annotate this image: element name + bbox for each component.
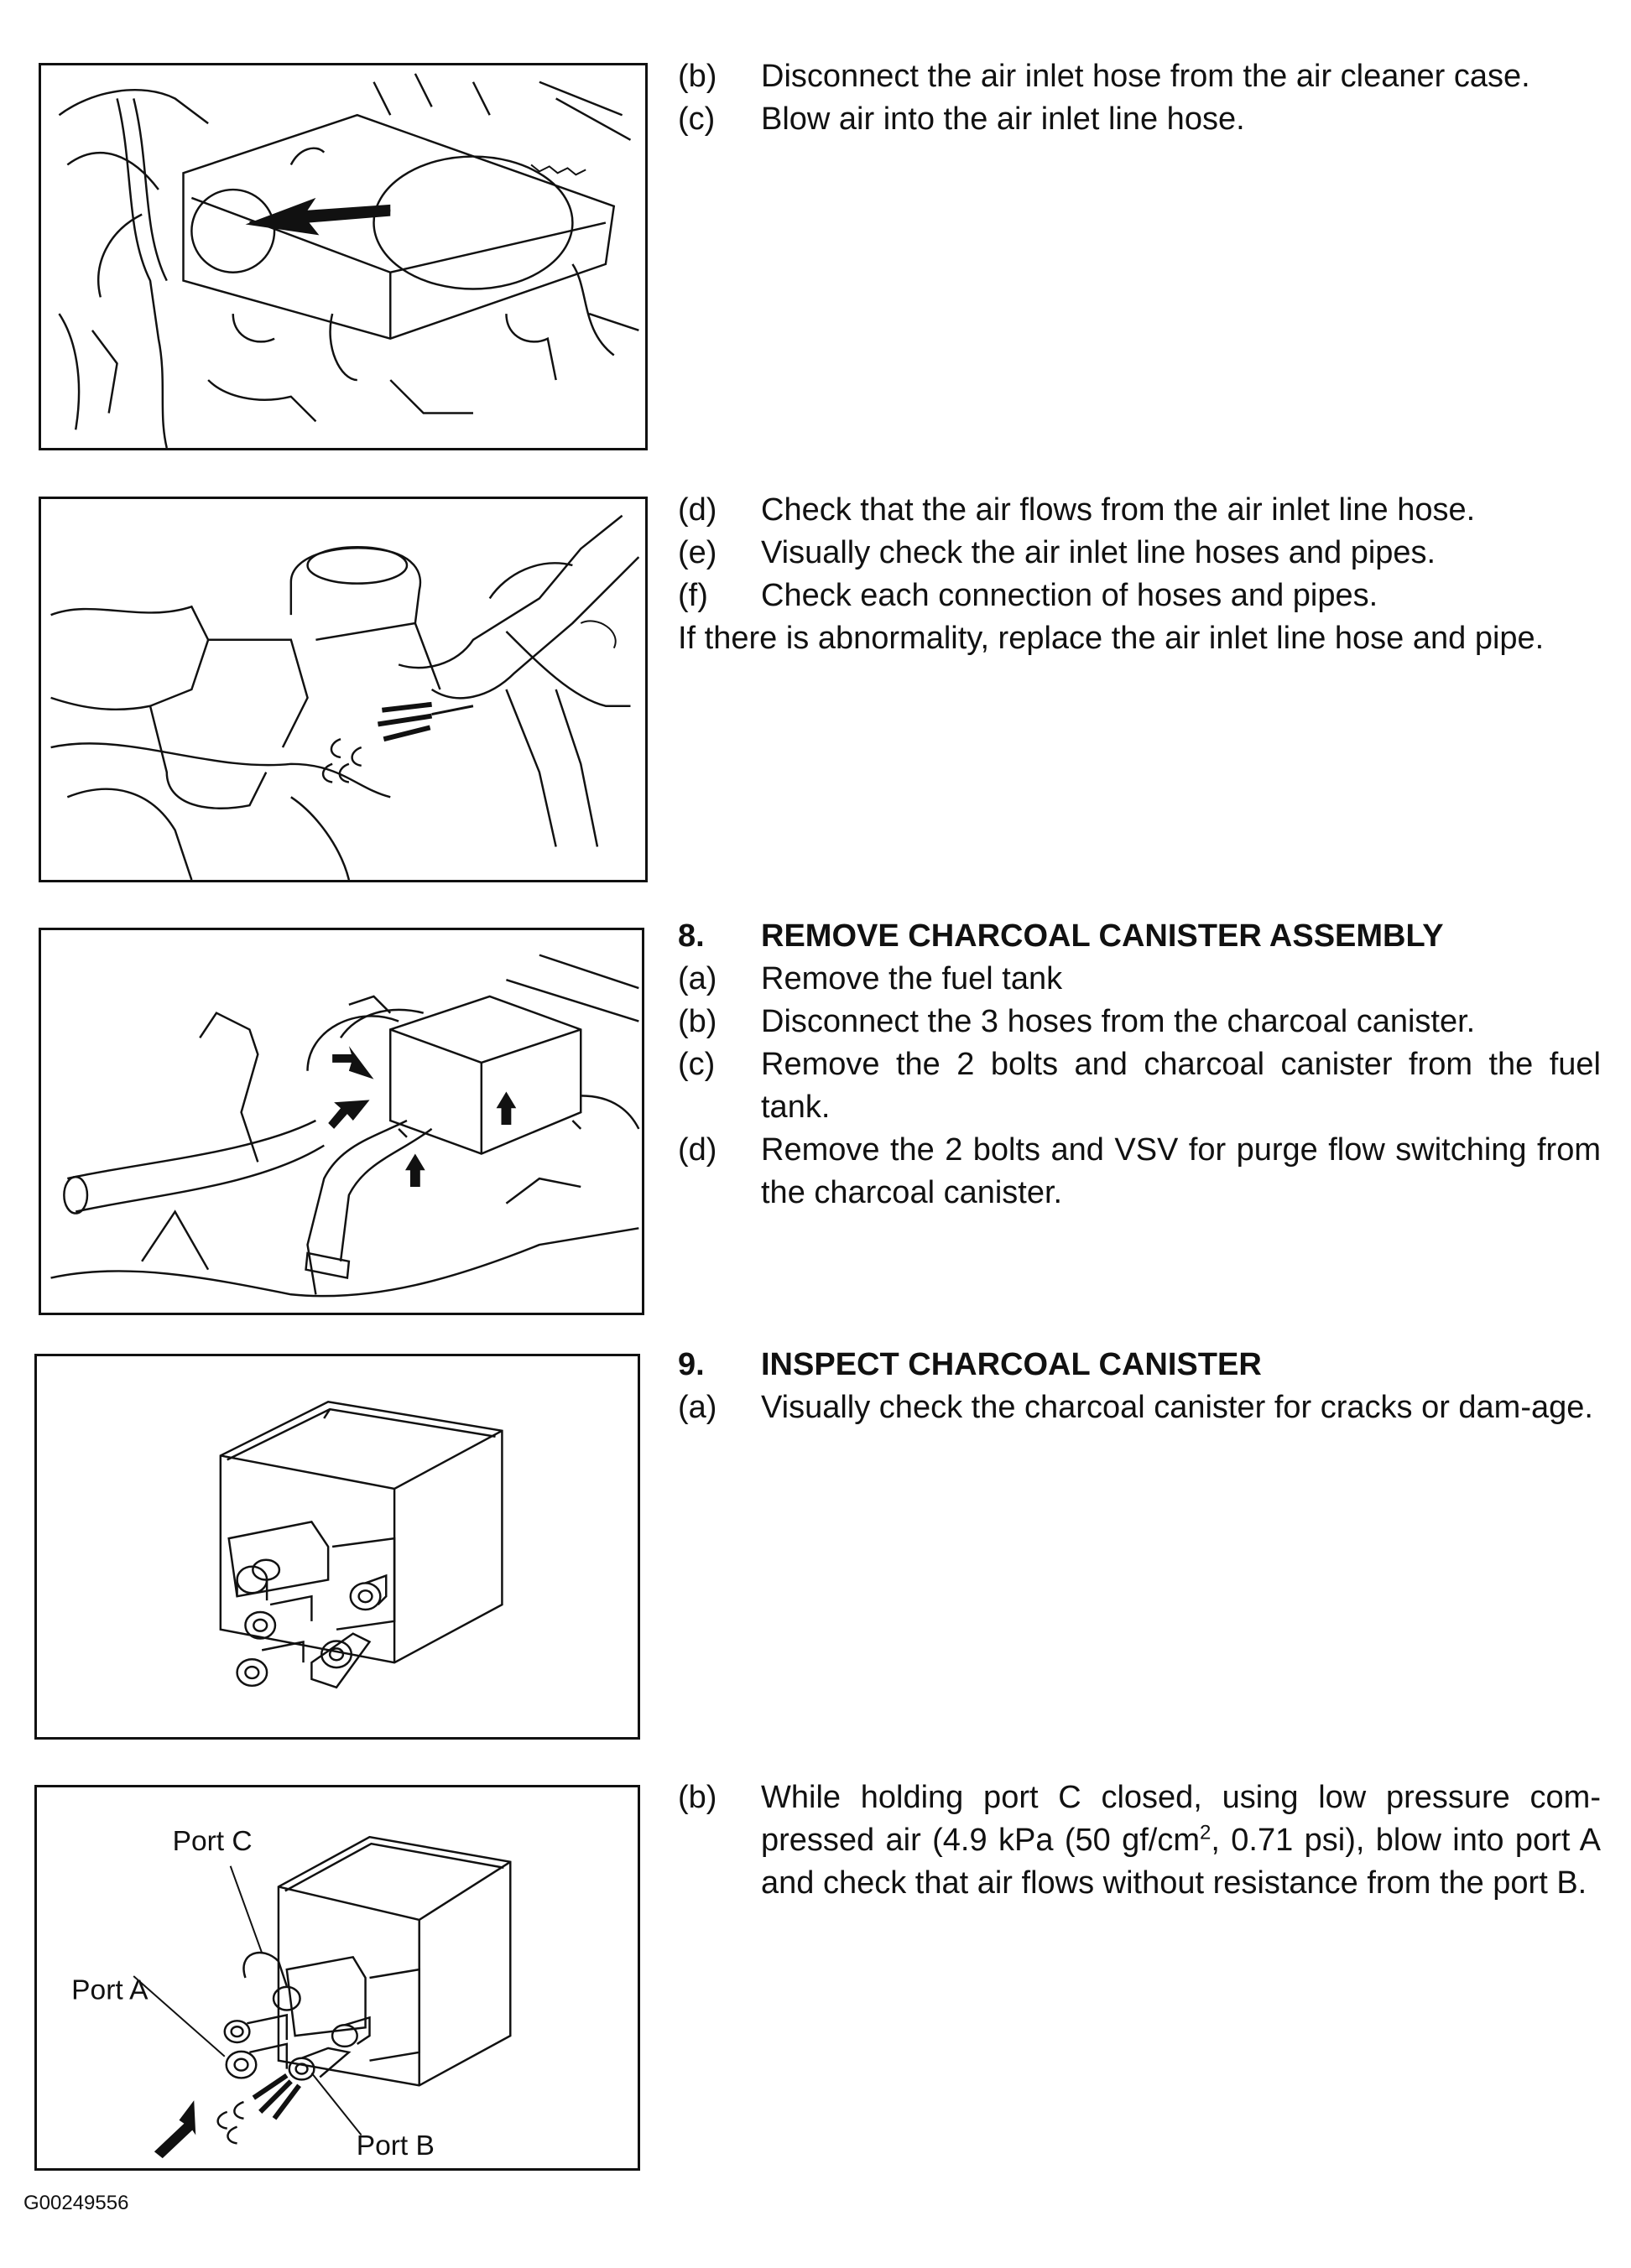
step-f: (f) Check each connection of hoses and p… [678, 575, 1601, 617]
canister-removal-drawing [50, 954, 640, 1298]
section-disconnect-inlet: (b) Disconnect the air inlet hose from t… [678, 55, 1601, 141]
section-heading-8: 8. REMOVE CHARCOAL CANISTER ASSEMBLY [678, 915, 1601, 958]
section-inspect-canister: 9. INSPECT CHARCOAL CANISTER (a) Visuall… [678, 1344, 1601, 1429]
port-b-label: Port B [357, 2130, 435, 2161]
step-b: (b) Disconnect the 3 hoses from the char… [678, 1001, 1601, 1043]
abnormality-note: If there is abnormality, replace the air… [678, 621, 1545, 656]
step-text: Disconnect the 3 hoses from the charcoal… [761, 1004, 1476, 1039]
step-label: (b) [678, 59, 717, 94]
step-text: Check each connection of hoses and pipes… [761, 578, 1378, 613]
section-number: 8. [678, 918, 705, 954]
section-remove-canister: 8. REMOVE CHARCOAL CANISTER ASSEMBLY (a)… [678, 915, 1601, 1215]
step-label: (d) [678, 1132, 717, 1168]
step-label: (c) [678, 101, 716, 137]
port-test-drawing: Port C Port A Port B [71, 1826, 512, 2161]
step-text-part: , 0.71 psi), blow into port A and check … [761, 1823, 1601, 1901]
step-label: (d) [678, 492, 717, 528]
step-e: (e) Visually check the air inlet line ho… [678, 532, 1601, 575]
step-c: (c) Blow air into the air inlet line hos… [678, 98, 1601, 141]
step-d: (d) Check that the air flows from the ai… [678, 489, 1601, 532]
step-label: (b) [678, 1004, 717, 1039]
step-label: (a) [678, 961, 717, 996]
step-c: (c) Remove the 2 bolts and charcoal cani… [678, 1043, 1601, 1129]
section-port-test: (b) While holding port C closed, using l… [678, 1776, 1601, 1905]
step-text: Visually check the charcoal canister for… [761, 1390, 1593, 1425]
step-b: (b) While holding port C closed, using l… [678, 1776, 1601, 1905]
figure-code: G00249556 [23, 2192, 129, 2214]
section-number: 9. [678, 1347, 705, 1382]
figure-blow-air-hose [39, 497, 648, 882]
step-text: Check that the air flows from the air in… [761, 492, 1476, 528]
section-heading: REMOVE CHARCOAL CANISTER ASSEMBLY [761, 918, 1444, 954]
step-label: (b) [678, 1780, 717, 1815]
section-heading: INSPECT CHARCOAL CANISTER [761, 1347, 1262, 1382]
step-text: Disconnect the air inlet hose from the a… [761, 59, 1530, 94]
air-cleaner-drawing [58, 73, 639, 448]
step-label: (e) [678, 535, 717, 570]
figure-remove-canister [39, 928, 644, 1315]
figure-inspect-canister [34, 1354, 640, 1740]
step-text: Blow air into the air inlet line hose. [761, 101, 1245, 137]
step-text: While holding port C closed, using low p… [761, 1776, 1601, 1905]
step-a: (a) Remove the fuel tank [678, 958, 1601, 1001]
step-a: (a) Visually check the charcoal canister… [678, 1386, 1601, 1429]
step-label: (f) [678, 578, 708, 613]
step-text: Remove the 2 bolts and charcoal canister… [761, 1047, 1601, 1125]
step-d: (d) Remove the 2 bolts and VSV for purge… [678, 1129, 1601, 1215]
step-text-part: While holding port C closed, using low p… [761, 1780, 1601, 1858]
figure-port-test: Port C Port A Port B [34, 1785, 640, 2171]
section-heading-9: 9. INSPECT CHARCOAL CANISTER [678, 1344, 1601, 1386]
port-c-label: Port C [173, 1826, 253, 1857]
step-text: Remove the fuel tank [761, 961, 1063, 996]
superscript: 2 [1200, 1821, 1212, 1844]
section-check-hoses: (d) Check that the air flows from the ai… [678, 489, 1601, 660]
canister-drawing [219, 1400, 503, 1689]
step-b: (b) Disconnect the air inlet hose from t… [678, 55, 1601, 98]
step-text: Remove the 2 bolts and VSV for purge flo… [761, 1132, 1601, 1210]
step-label: (a) [678, 1390, 717, 1425]
step-text: Visually check the air inlet line hoses … [761, 535, 1436, 570]
figure-air-cleaner-case [39, 63, 648, 450]
air-hose-drawing [50, 514, 640, 880]
port-a-label: Port A [71, 1975, 149, 2006]
step-label: (c) [678, 1047, 716, 1082]
